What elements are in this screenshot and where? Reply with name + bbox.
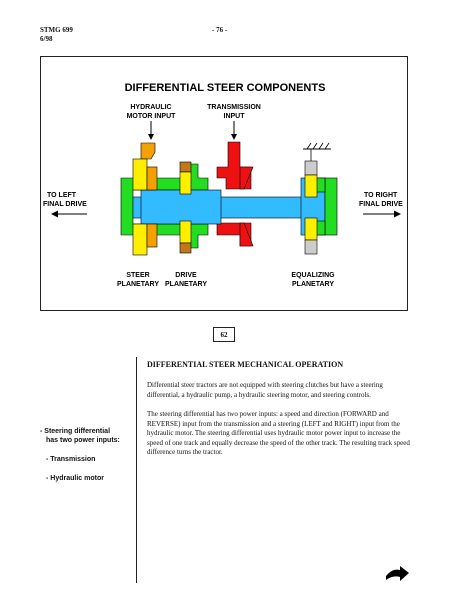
label-steer-1: STEER	[126, 272, 149, 279]
header-doc-id: STMG 699 6/98	[40, 26, 73, 44]
differential-steer-diagram: DIFFERENTIAL STEER COMPONENTS HYDRAULIC …	[43, 82, 403, 288]
doc-id: STMG 699	[40, 26, 73, 34]
label-right-2: FINAL DRIVE	[359, 201, 403, 208]
sidebar-sub-transmission: - Transmission	[46, 456, 96, 463]
doc-date: 6/98	[40, 35, 53, 43]
sidebar-point-line2: has two power inputs:	[46, 437, 120, 444]
equalizing-gear-top	[304, 160, 318, 176]
diagram-title: DIFFERENTIAL STEER COMPONENTS	[125, 82, 326, 94]
label-left-2: FINAL DRIVE	[43, 201, 87, 208]
green-housing-right	[324, 177, 338, 236]
diagram-figure: DIFFERENTIAL STEER COMPONENTS HYDRAULIC …	[40, 56, 408, 311]
sidebar-sub-hydraulic: - Hydraulic motor	[46, 475, 104, 482]
page-number: - 76 -	[212, 26, 228, 34]
ground-icon	[303, 142, 331, 161]
paragraph-2: The steering differential has two power …	[147, 410, 410, 456]
left-arrow-icon	[51, 210, 58, 218]
steer-planetary-ring-top	[132, 158, 148, 191]
main-content: DIFFERENTIAL STEER MECHANICAL OPERATION …	[147, 360, 412, 468]
right-arrow-icon	[394, 210, 401, 218]
label-drive-1: DRIVE	[175, 272, 197, 279]
label-steer-2: PLANETARY	[117, 281, 159, 288]
label-equal-2: PLANETARY	[292, 281, 334, 288]
label-hydraulic-2: MOTOR INPUT	[127, 113, 177, 120]
label-transmission-2: INPUT	[224, 113, 246, 120]
section-title: DIFFERENTIAL STEER MECHANICAL OPERATION	[147, 360, 344, 369]
label-left-1: TO LEFT	[47, 192, 77, 199]
drive-planetary-gear-top	[179, 161, 192, 173]
label-right-1: TO RIGHT	[364, 192, 398, 199]
next-page-arrow-icon[interactable]	[384, 566, 410, 582]
column-divider	[136, 357, 137, 583]
label-transmission-1: TRANSMISSION	[207, 104, 261, 111]
figure-number: 62	[213, 327, 235, 342]
paragraph-1: Differential steer tractors are not equi…	[147, 381, 383, 399]
label-hydraulic-1: HYDRAULIC	[130, 104, 171, 111]
label-drive-2: PLANETARY	[165, 281, 207, 288]
sidebar-point-line1: - Steering differential	[40, 428, 111, 435]
label-equal-1: EQUALIZING	[291, 272, 335, 279]
sidebar-notes: - Steering differential has two power in…	[40, 427, 132, 483]
